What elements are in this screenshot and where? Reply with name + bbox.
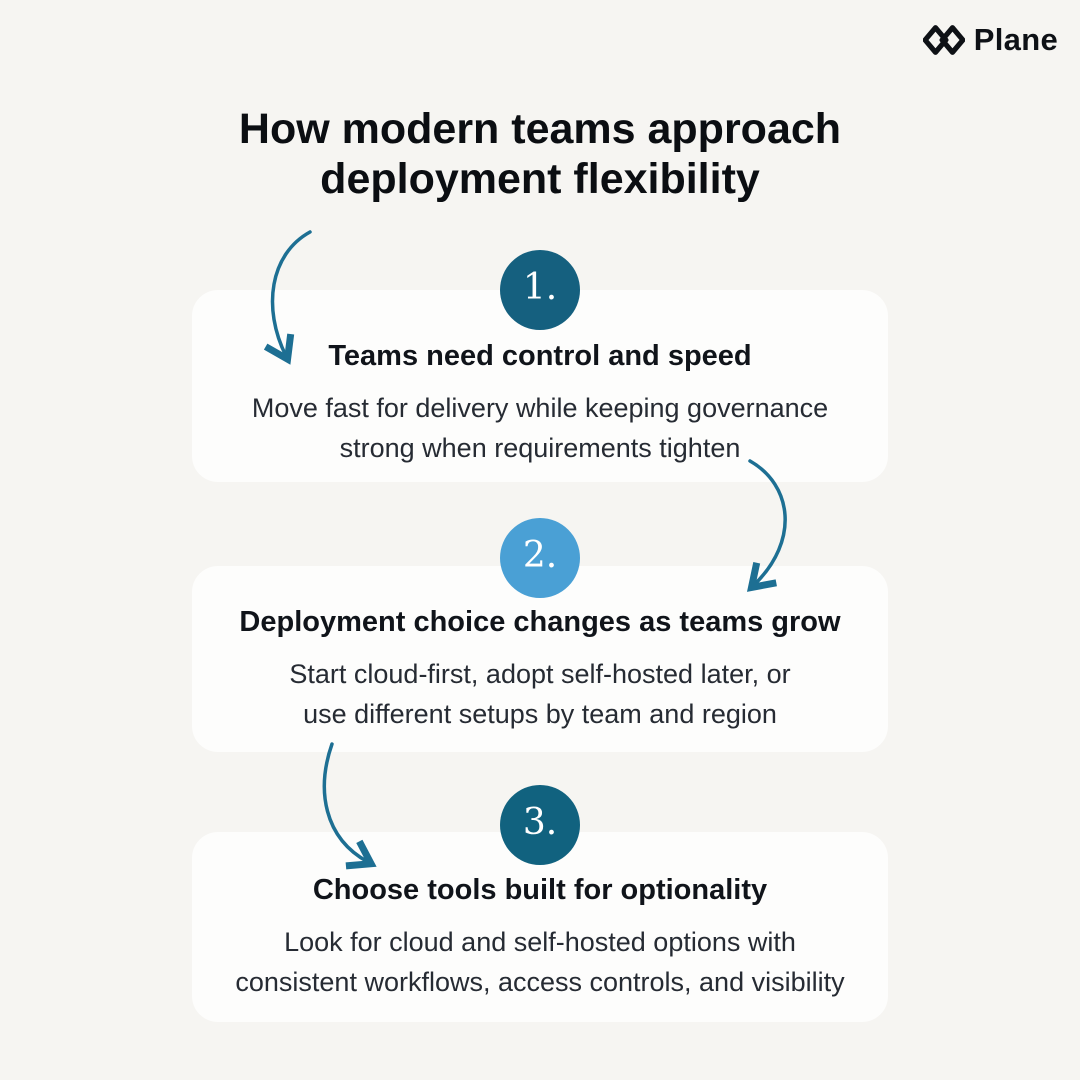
brand-logo: Plane — [922, 22, 1058, 58]
curved-arrow-icon-1 — [252, 226, 332, 371]
step-2-number: 2. — [522, 535, 558, 576]
step-1-number-badge: 1. — [500, 250, 580, 330]
step-3-body: Look for cloud and self-hosted options w… — [192, 922, 888, 1002]
step-1-heading: Teams need control and speed — [328, 340, 752, 372]
brand-name: Plane — [973, 22, 1058, 57]
step-3-heading: Choose tools built for optionality — [312, 874, 768, 906]
step-3-body-line-1: Look for cloud and self-hosted options w… — [284, 927, 796, 957]
step-2-body-line-1: Start cloud-first, adopt self-hosted lat… — [289, 659, 791, 689]
step-1-body-line-1: Move fast for delivery while keeping gov… — [251, 393, 829, 423]
step-2-body-line-2: use different setups by team and region — [303, 699, 777, 729]
title-line-1: How modern teams approach — [238, 105, 842, 153]
step-2-body: Start cloud-first, adopt self-hosted lat… — [192, 654, 888, 734]
step-3-number-badge: 3. — [500, 785, 580, 865]
step-1-body-line-2: strong when requirements tighten — [339, 433, 741, 463]
step-1-number: 1. — [522, 267, 558, 308]
step-2-number-badge: 2. — [500, 518, 580, 598]
plane-logo-icon — [922, 23, 965, 57]
step-3-number: 3. — [522, 802, 558, 843]
title-line-2: deployment flexibility — [320, 155, 760, 204]
page-title: How modern teams approach deployment fle… — [0, 104, 1080, 205]
curved-arrow-icon-2 — [742, 455, 827, 600]
step-2-heading: Deployment choice changes as teams grow — [239, 606, 841, 638]
step-1-body: Move fast for delivery while keeping gov… — [192, 388, 888, 468]
step-3-body-line-2: consistent workflows, access controls, a… — [235, 967, 845, 997]
curved-arrow-icon-3 — [318, 738, 413, 878]
